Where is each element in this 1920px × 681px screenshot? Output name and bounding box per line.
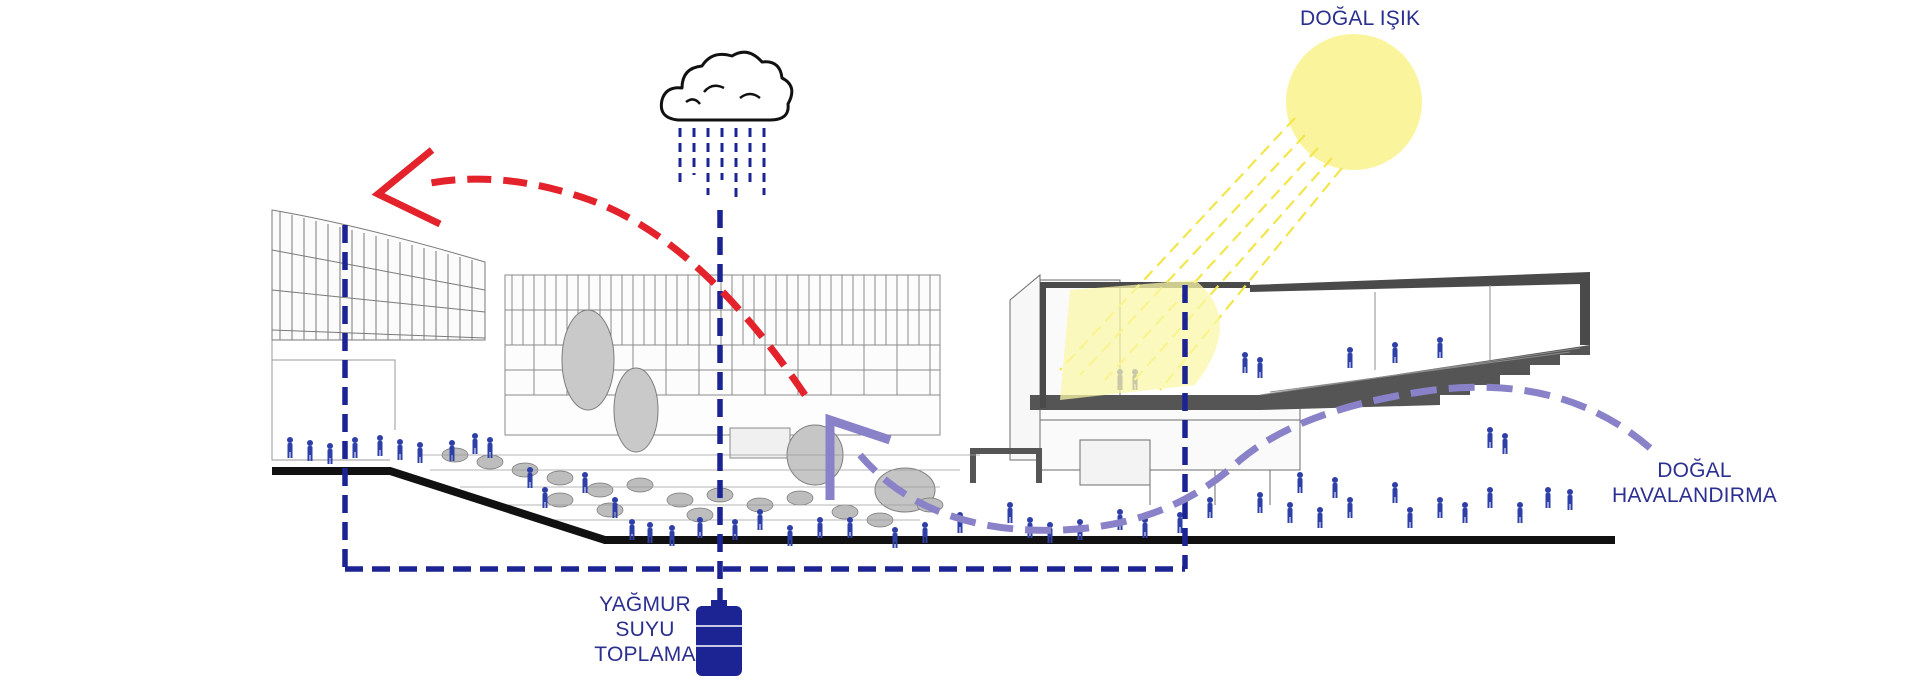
shrub [586,482,614,498]
person [1257,357,1263,378]
tree [561,309,615,411]
shrub [546,470,574,486]
rainwater-label-line-3: TOPLAMA [594,643,696,666]
person [1487,487,1493,508]
person [1567,489,1573,510]
person [307,440,313,461]
shrub [831,504,859,520]
person [612,497,618,518]
person [1487,427,1493,448]
person [542,487,548,508]
person [1317,507,1323,528]
person [1347,497,1353,518]
person [1347,347,1353,368]
person [1257,492,1263,513]
person [1332,477,1338,498]
small-platform [970,448,1042,483]
person [287,437,293,458]
person [697,517,703,538]
shrub [786,490,814,506]
natural-ventilation-label: DOĞAL HAVALANDIRMA [1612,458,1777,508]
person [922,522,928,543]
person [1007,502,1013,523]
shrub [666,492,694,508]
rainwater-label-line-2: SUYU [615,618,675,641]
person [472,433,478,454]
person [1177,512,1183,533]
person [732,519,738,540]
rain-drops [678,128,766,200]
left-building-mullions [279,212,473,340]
person [1517,502,1523,523]
person [1437,497,1443,518]
person [417,442,423,463]
person [669,525,675,546]
person [1287,502,1293,523]
person [352,437,358,458]
person [1207,497,1213,518]
person [1297,472,1303,493]
hot-air-exhaust-arrow [371,147,808,397]
person [1392,342,1398,363]
light-wash [1060,280,1220,400]
person [1545,487,1551,508]
person [1462,502,1468,523]
person [1407,507,1413,528]
rain-cloud-icon [659,50,794,122]
person [527,467,533,488]
person [449,440,455,461]
sun-icon [1286,34,1422,170]
rainwater-label-line-1: YAĞMUR [599,593,691,616]
person [629,519,635,540]
person [817,517,823,538]
natural-light-label: DOĞAL IŞIK [1300,7,1421,30]
person [892,527,898,548]
person [757,509,763,530]
tree [613,367,659,453]
person [1242,352,1248,373]
shrub [626,477,654,493]
person [397,439,403,460]
natural-ventilation-arrow [825,383,1653,534]
person [327,443,333,464]
person [1437,337,1443,358]
person [787,525,793,546]
natural-ventilation-label-line-1: DOĞAL [1657,459,1732,482]
water-tank-icon [696,600,742,676]
left-building [271,209,486,461]
rainwater-collection-pipes [342,210,1188,605]
person [647,522,653,543]
rainwater-collection-label: YAĞMUR SUYU TOPLAMA [585,592,705,667]
person [377,435,383,456]
person [1502,433,1508,454]
ground-section-line [272,467,1615,544]
person [847,517,853,538]
person [582,472,588,493]
person [1392,482,1398,503]
shrub [476,454,504,470]
person [487,437,493,458]
natural-ventilation-label-line-2: HAVALANDIRMA [1612,484,1777,507]
